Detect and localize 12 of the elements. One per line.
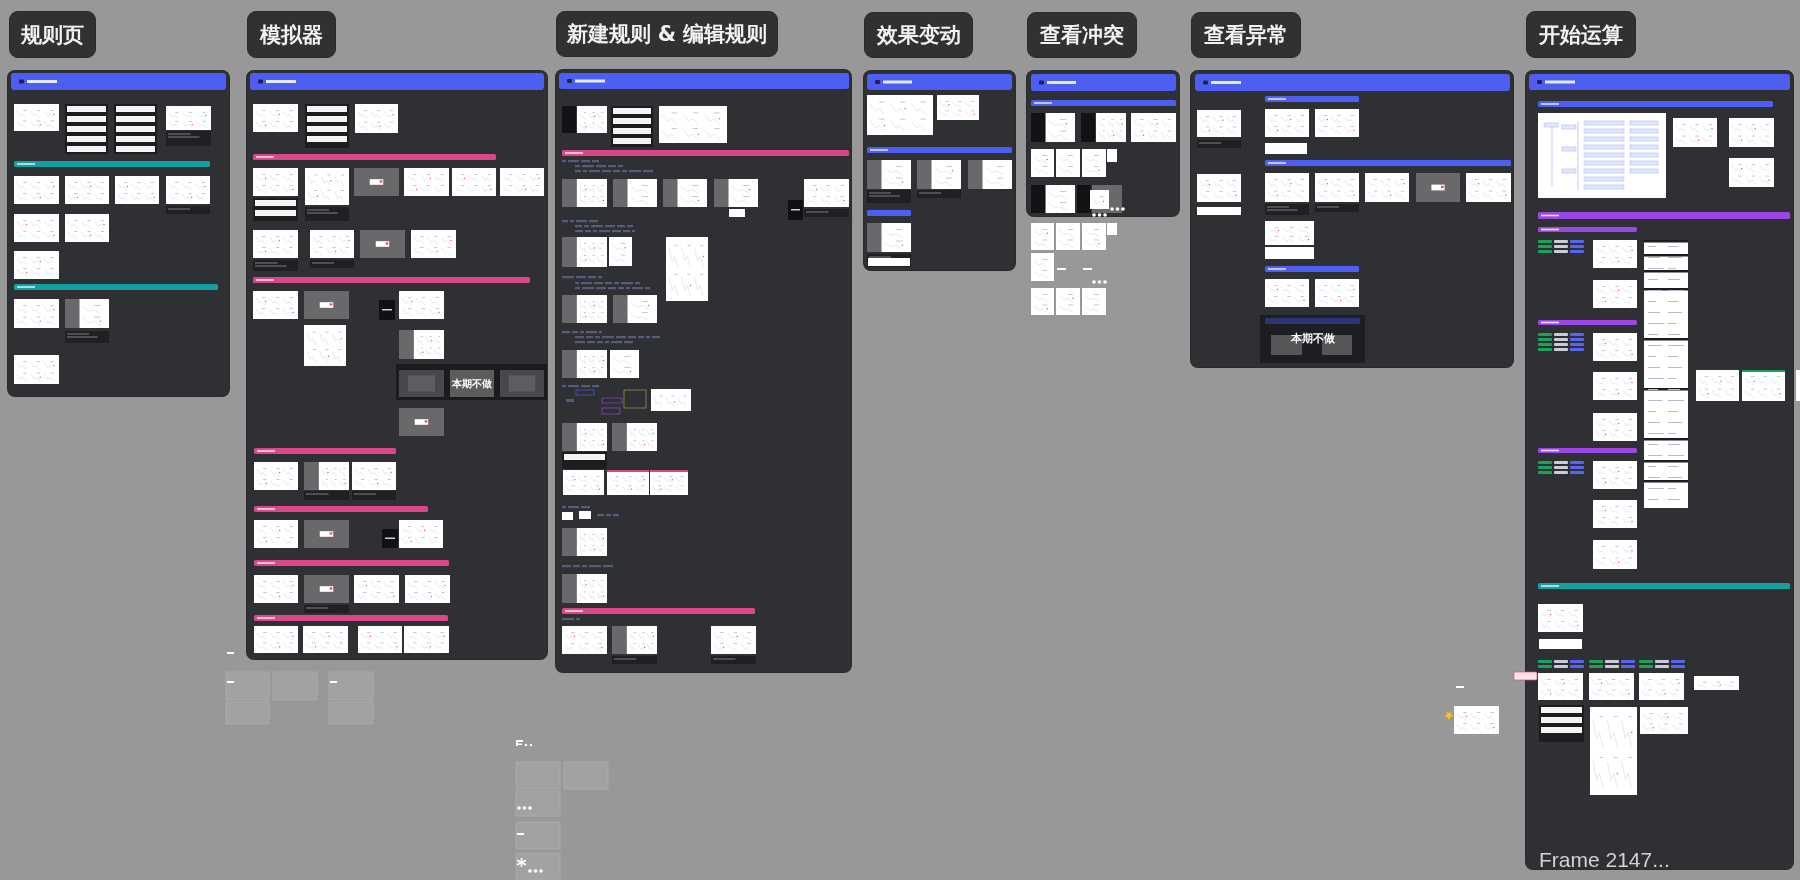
overlay-text: 本期不做	[452, 376, 492, 391]
section-title: 模拟器	[247, 11, 336, 58]
dimmed-overlay	[1260, 315, 1365, 363]
section-title: 效果变动	[864, 12, 973, 58]
section-title: 查看冲突	[1027, 12, 1137, 58]
section-title: 规则页	[9, 11, 96, 58]
dimmed-screen	[450, 370, 494, 397]
section-title: 查看异常	[1191, 12, 1301, 58]
frame-name: Frame 2147...	[1539, 849, 1670, 870]
section-title: 开始运算	[1526, 11, 1636, 58]
section-title: 新建规则 & 编辑规则	[556, 11, 778, 57]
overlay-text: 本期不做	[1290, 331, 1335, 346]
